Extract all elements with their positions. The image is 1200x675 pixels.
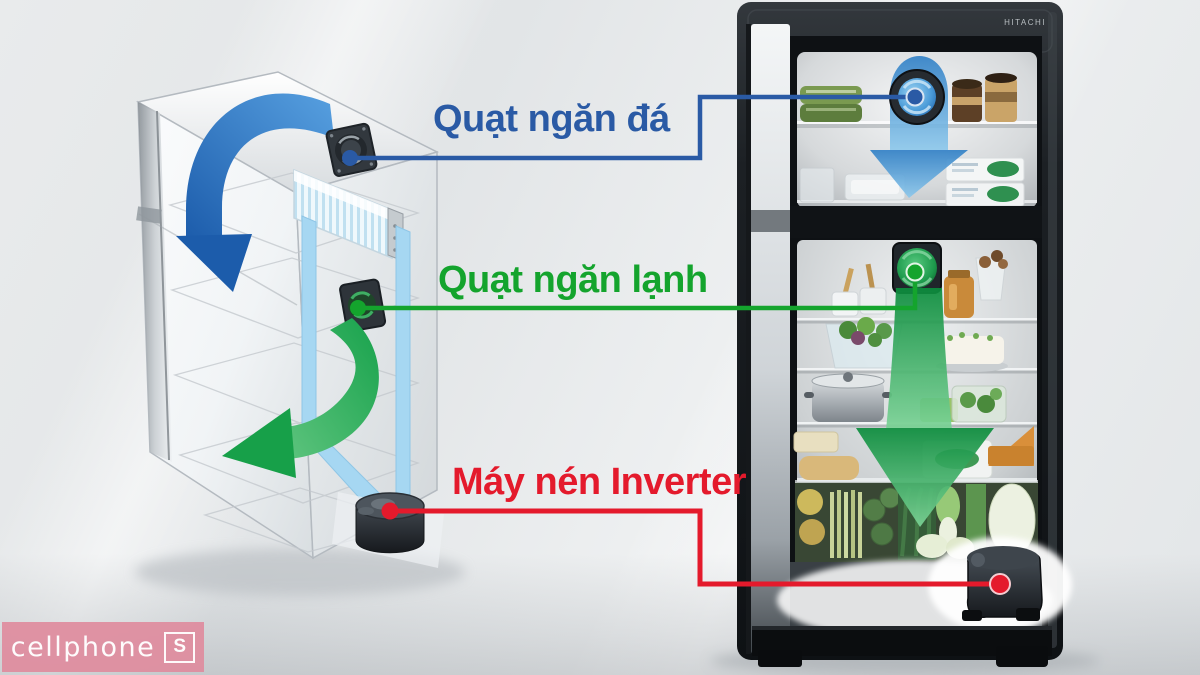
door-edge-seam [746, 24, 751, 654]
fridge-foot-right [996, 646, 1048, 667]
fridge-foot-left [758, 650, 802, 667]
freezer-fan-icon [325, 122, 378, 177]
fridge-item-pot [804, 372, 892, 422]
freezer-item-cans [800, 86, 862, 122]
door-gap [136, 206, 162, 224]
fridge-item-mushroom-glass [975, 250, 1008, 301]
blue-flow-arrow [176, 93, 334, 292]
watermark-s-icon: S [164, 631, 196, 663]
wireframe-fridge [135, 71, 465, 596]
freezer-item-glass-tray [844, 173, 906, 201]
connector-freezer-fan [342, 87, 925, 166]
freezer-item-bin [799, 167, 835, 203]
tube-left [301, 215, 317, 449]
fridge-base [752, 626, 1052, 667]
compartment-divider [790, 206, 1042, 238]
freezer-item-boxes [945, 157, 1025, 207]
door-side-panel [751, 24, 790, 654]
fridge-item-honey-jar [944, 270, 974, 318]
fridge-item-salad-bowl [825, 317, 903, 369]
fridge-metal-edge [138, 102, 172, 462]
watermark-logo: cellphone S [2, 622, 204, 672]
connector-cooling-fan [350, 262, 925, 316]
freezer-fan-label: Quạt ngăn đá [433, 98, 670, 140]
tube-right [395, 225, 411, 501]
wireframe-fridge-shadow [135, 548, 465, 596]
door-divider-gap [751, 210, 790, 232]
cabinet-right-edge [1048, 12, 1057, 648]
fridge-photo: HITACHI [710, 2, 1100, 674]
connector-compressor [381, 502, 1011, 595]
door-seam [156, 110, 170, 461]
fridge-item-cake [936, 332, 1008, 372]
compressor-label: Máy nén Inverter [452, 461, 747, 503]
freezer-item-tubs [952, 73, 1017, 122]
fridge-airflow-arrow [856, 288, 994, 527]
cooling-fan-label: Quạt ngăn lạnh [438, 259, 708, 301]
watermark-text: cellphone [10, 631, 156, 663]
brand-logo: HITACHI [1004, 18, 1046, 27]
green-flow-arrow [222, 318, 379, 478]
